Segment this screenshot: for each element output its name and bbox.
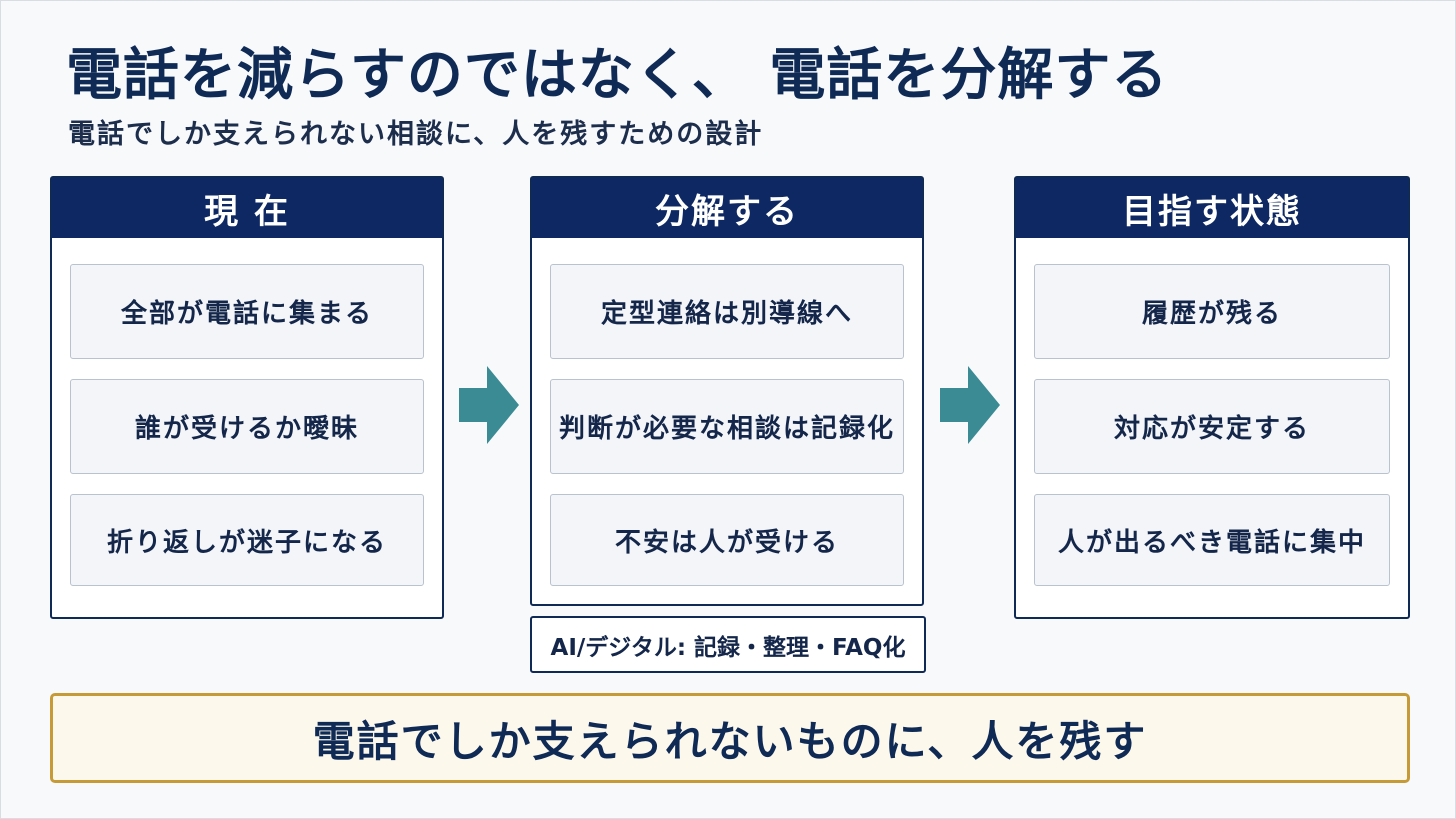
column-header: 分解する [532,178,922,238]
column-item: 誰が受けるか曖昧 [70,379,424,474]
ai-digital-note: AI/デジタル: 記録・整理・FAQ化 [530,616,926,673]
page-title: 電話を減らすのではなく、 電話を分解する [66,43,1169,108]
page-subtitle: 電話でしか支えられない相談に、人を残すための設計 [68,119,764,150]
column-decompose: 分解する 定型連絡は別導線へ 判断が必要な相談は記録化 不安は人が受ける [530,176,924,606]
column-item: 不安は人が受ける [550,494,904,586]
right-arrow-icon [940,366,1000,444]
column-goal: 目指す状態 履歴が残る 対応が安定する 人が出るべき電話に集中 [1014,176,1410,619]
column-item: 折り返しが迷子になる [70,494,424,586]
column-item: 判断が必要な相談は記録化 [550,379,904,474]
column-item: 全部が電話に集まる [70,264,424,359]
column-item: 対応が安定する [1034,379,1390,474]
conclusion-banner: 電話でしか支えられないものに、人を残す [50,693,1410,783]
column-header: 目指す状態 [1016,178,1408,238]
column-header: 現 在 [52,178,442,238]
column-current: 現 在 全部が電話に集まる 誰が受けるか曖昧 折り返しが迷子になる [50,176,444,619]
column-item: 人が出るべき電話に集中 [1034,494,1390,586]
column-item: 定型連絡は別導線へ [550,264,904,359]
right-arrow-icon [459,366,519,444]
column-item: 履歴が残る [1034,264,1390,359]
